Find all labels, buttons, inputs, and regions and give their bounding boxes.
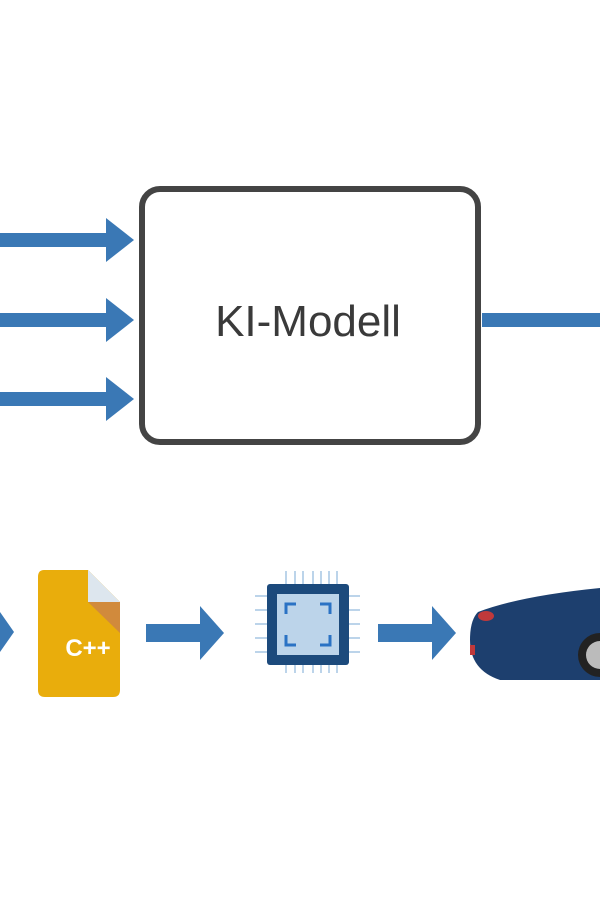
cpp-label: C++: [65, 635, 110, 662]
input-arrow: [0, 377, 134, 421]
output-arrow: [482, 313, 600, 327]
pipeline-arrow: [146, 606, 224, 660]
pipeline-arrow: [0, 612, 14, 652]
model-box: [139, 186, 481, 445]
cpp-file-icon: C++: [38, 570, 120, 697]
input-arrow: [0, 298, 134, 342]
input-arrow: [0, 218, 134, 262]
model-box-label: KI-Modell: [215, 297, 401, 346]
pipeline-arrow: [378, 606, 456, 660]
car-icon: [470, 588, 600, 680]
chip-icon: [255, 571, 360, 673]
